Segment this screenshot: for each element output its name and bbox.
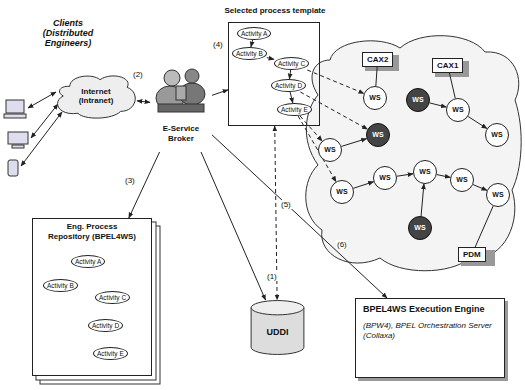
connector [430,103,447,107]
connector [421,184,424,216]
connector [341,139,366,147]
web-service: WS [485,123,509,147]
connector [437,175,451,178]
broker-figure [150,60,212,122]
callout-number: (3) [124,176,136,185]
web-service: WS [366,123,390,147]
node-text: WS [414,161,436,183]
connector [251,40,253,47]
callout-number: (4) [212,40,224,49]
node-text: Internet (Intranet) [69,87,123,105]
connector [212,90,228,96]
callout-number: (5) [280,200,292,209]
connector [397,174,413,176]
node-text: WS [364,87,386,109]
activity-ellipse: Activity E [277,103,312,116]
node-text: WS [374,167,396,189]
connector [290,92,293,103]
node-text: WS [451,169,473,191]
connector [267,58,274,60]
process-repository: Eng. Process Repository (BPEL4WS) Activit… [32,218,152,376]
activity-ellipse: Activity A [237,27,271,40]
web-service: WS [408,216,432,240]
activity-ellipse: Activity E [93,347,128,360]
node-text: Activity E [281,104,308,115]
node-text: Eng. Process Repository (BPEL4WS) [33,219,151,245]
connector [473,185,487,191]
activity-ellipse: Activity D [88,319,123,332]
execution-engine: BPEL4WS Execution Engine (BPW4), BPEL Orc… [355,298,505,378]
internet-cloud: Internet (Intranet) [55,72,137,120]
node-text: WS [447,99,469,121]
node-text: Activity B [236,48,263,59]
connector [449,73,455,98]
node-text: Activity C [99,292,126,303]
web-service: WS [450,168,474,192]
callout-number: (2) [132,70,144,79]
activity-ellipse: Activity B [232,47,267,60]
node-text: Activity E [97,348,124,359]
system-box: PDM [458,247,486,262]
web-service: WS [413,160,437,184]
ws-cloud [306,36,521,271]
node-text: E-Service Broker [150,124,212,144]
node-text: Selected process template [189,6,361,15]
node-text: BPEL4WS Execution Engine [363,304,497,315]
callout-number: (6) [336,240,348,249]
web-service: WS [486,183,510,207]
connector [475,206,493,247]
activity-ellipse: Activity D [271,79,306,92]
node-text: WS [331,181,353,203]
client-link [21,92,62,166]
node-text: Activity A [241,28,267,39]
connector [307,70,364,93]
connector [289,70,290,79]
group-label: Clients (Distributed Engineers) [36,18,100,48]
node-text: WS [409,217,431,239]
connector [353,182,373,189]
node-text: PDM [463,250,481,259]
connector [300,116,322,141]
activity-ellipse: Activity A [71,255,105,268]
node-text: Activity A [75,256,101,267]
box-shadow [435,61,469,77]
client-computer [4,100,28,176]
node-text: Activity D [275,80,302,91]
node-text: WS [487,184,509,206]
activity-ellipse: Activity B [43,279,78,292]
node-text: Activity B [47,280,74,291]
web-service: WS [406,88,430,112]
system-box: CAX1 [432,58,463,73]
node-text: CAX2 [367,55,388,64]
connector [201,152,265,300]
process-template: Selected process templateActivity AActiv… [228,22,320,126]
node-text: UDDI [267,327,289,337]
uddi-database: UDDI [250,300,305,355]
box-shadow [365,55,399,71]
activity-ellipse: Activity C [95,291,130,304]
node-text: CAX1 [437,61,458,70]
connector [137,101,150,103]
node-text: WS [319,139,341,161]
web-service: WS [363,86,387,110]
web-service: WS [373,166,397,190]
system-box: CAX2 [362,52,393,67]
node-text: (BPW4), BPEL Orchestration Server (Colla… [363,321,497,341]
web-service: WS [330,180,354,204]
node-text: Activity D [92,320,119,331]
node-text: WS [367,124,389,146]
web-service: WS [318,138,342,162]
connector [468,116,487,128]
activity-ellipse: Activity C [274,57,309,70]
node-text: Activity C [278,58,305,69]
connector [376,67,377,86]
web-service: WS [446,98,470,122]
broker-icon: E-Service Broker [150,60,212,152]
node-text: WS [407,89,429,111]
node-text: WS [486,124,508,146]
callout-number: (1) [266,272,278,281]
box-shadow [461,250,495,266]
connector [129,152,160,218]
connector [212,135,387,298]
